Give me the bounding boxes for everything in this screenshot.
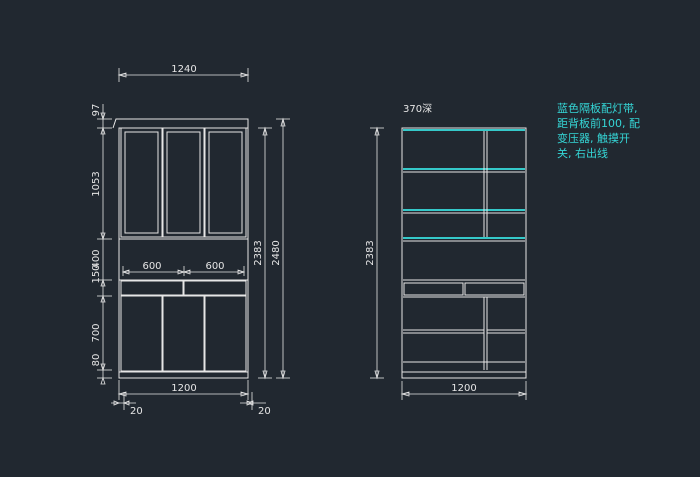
lower-door-2 [162,295,205,372]
dim-height-2383-right: 2383 [365,240,376,265]
upper-door-2 [162,127,205,238]
note-line-4: 关, 右出线 [557,146,608,160]
drawer-right [183,280,247,296]
dim-offset-right: 20 [258,406,271,417]
note-line-2: 距背板前100, 配 [557,116,640,130]
dim-1053: 1053 [91,171,102,196]
lower-door-1 [120,295,163,372]
cabinet-outline [118,127,249,379]
drawer-left [120,280,184,296]
interior-drawer-right [464,282,525,296]
interior-outline [401,127,527,379]
note-line-3: 变压器, 触摸开 [557,131,630,145]
dim-700: 700 [91,323,102,342]
dim-height-2480: 2480 [271,240,282,265]
depth-label: 370深 [403,103,432,115]
upper-door-1-glass [124,131,159,234]
dim-offset-left: 20 [130,406,143,417]
dim-400: 400 [91,249,102,268]
dim-top-width: 1240 [171,64,196,75]
dim-97: 97 [91,104,102,117]
crown-molding [112,118,249,129]
dim-150: 150 [91,264,102,283]
dim-height-2383-left: 2383 [253,240,264,265]
lower-door-3 [204,295,247,372]
interior-drawer-left [403,282,464,296]
dim-inner-left: 600 [142,261,161,272]
dim-bottom-width-right: 1200 [451,383,476,394]
upper-door-3-glass [208,131,243,234]
note-line-1: 蓝色隔板配灯带, [557,101,638,115]
upper-door-2-glass [166,131,201,234]
front-elevation: 600 600 1240 97 1053 400 150 700 80 2383 [91,64,290,417]
dim-bottom-width-left: 1200 [171,383,196,394]
dim-80: 80 [91,354,102,367]
upper-door-3 [204,127,247,238]
upper-door-1 [120,127,163,238]
interior-elevation: 370深 2383 [365,101,640,400]
dim-inner-right: 600 [205,261,224,272]
